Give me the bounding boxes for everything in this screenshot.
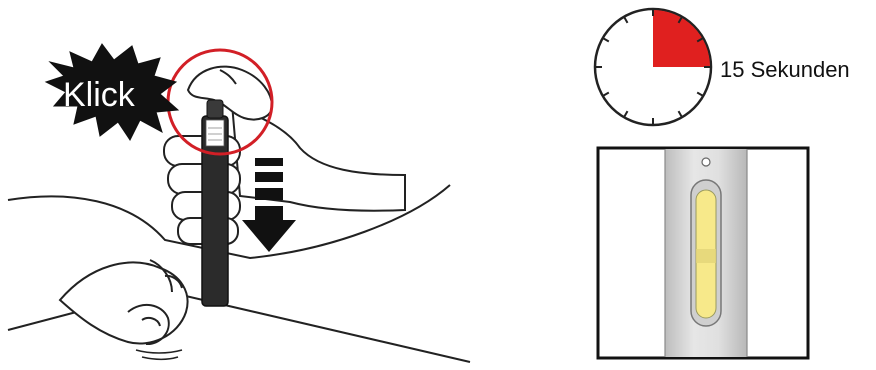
timer-clock: 15 Sekunden — [593, 7, 850, 127]
clock-tick — [696, 37, 704, 43]
injection-illustration: Klick — [7, 43, 471, 363]
pen-window-view — [596, 146, 810, 360]
holding-hand — [163, 65, 406, 245]
skin-pinch-lines — [135, 349, 183, 360]
clock-tick — [602, 91, 610, 97]
clock-tick — [677, 110, 683, 118]
clock-tick — [623, 110, 629, 118]
klick-label: Klick — [63, 76, 136, 114]
injection-pen — [201, 99, 229, 307]
elapsed-time-sector — [653, 10, 710, 67]
barrel-dot — [701, 157, 711, 167]
pen-button — [206, 99, 224, 119]
clock-ticks — [595, 9, 711, 125]
clock-tick — [696, 91, 704, 97]
clock-tick — [602, 37, 610, 43]
timer-label: 15 Sekunden — [720, 57, 850, 82]
pinching-hand — [58, 259, 189, 346]
push-down-arrow — [242, 158, 296, 252]
pen-label — [205, 119, 225, 147]
clock-tick — [623, 16, 629, 24]
thigh-outline — [7, 184, 451, 260]
klick-callout: Klick — [44, 43, 180, 141]
window-marker — [696, 249, 716, 263]
klick-starburst — [44, 43, 180, 141]
clock-tick — [677, 16, 683, 24]
